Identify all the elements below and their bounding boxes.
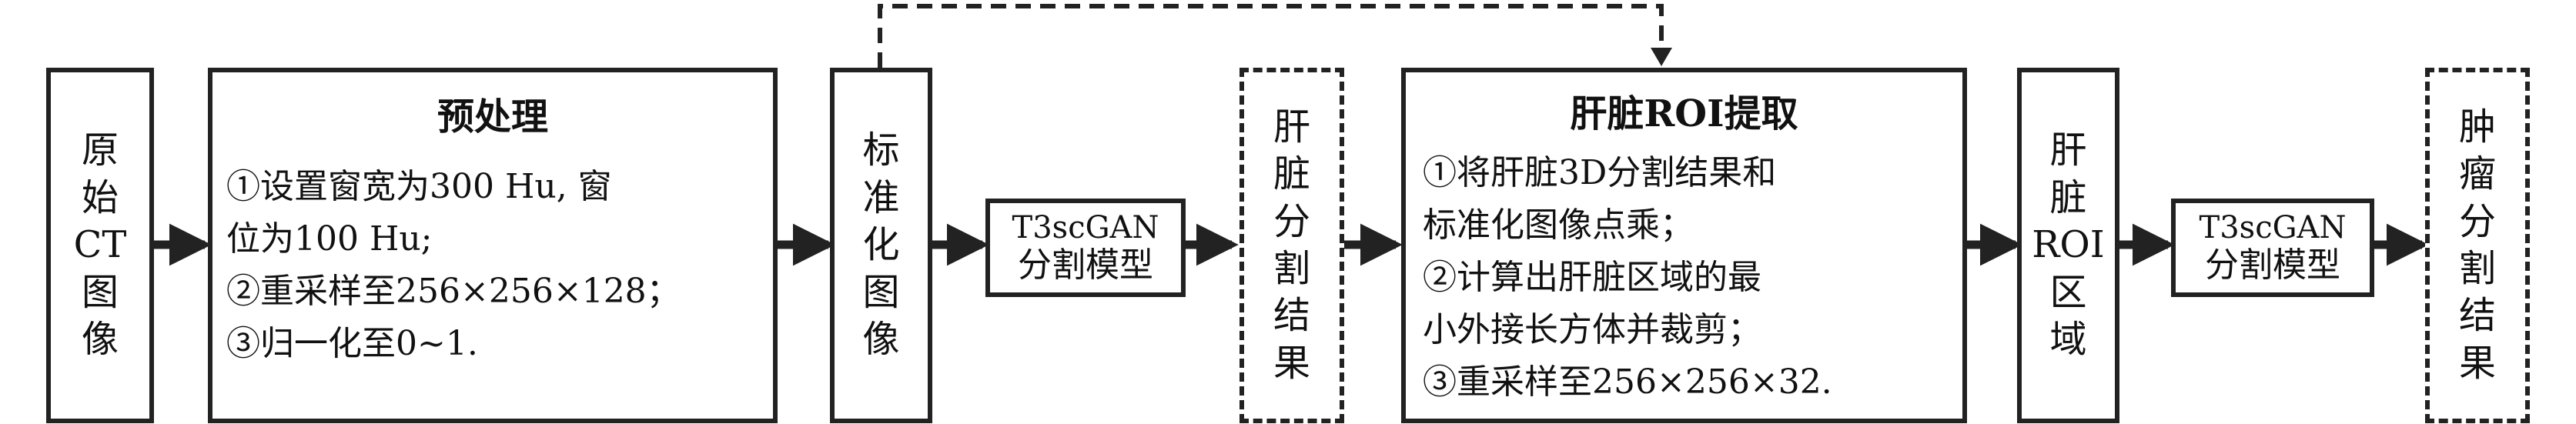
roi-step-line: 标准化图像点乘； — [1423, 205, 1694, 245]
liver-seg-char: 结 — [1273, 294, 1310, 338]
normalized-image-char: 准 — [862, 175, 900, 219]
liver-roi-char: 域 — [2049, 318, 2087, 362]
liver-roi-char: 脏 — [2049, 175, 2087, 219]
normalized-image-box: 标 准 化 图 像 — [830, 68, 932, 423]
dashed-skip-arrowhead — [1651, 48, 1672, 66]
preprocess-step-line: 位为100 Hu; — [226, 219, 433, 259]
liver-roi-char: 区 — [2049, 270, 2087, 314]
tumor-seg-char: 结 — [2458, 294, 2496, 338]
original-ct-char: 原 — [81, 129, 119, 172]
liver-roi-extract-box: 肝脏ROI提取 ①将肝脏3D分割结果和 标准化图像点乘； ②计算出肝脏区域的最 … — [1401, 68, 1967, 423]
preprocess-step-line: ①设置窗宽为300 Hu, 窗 — [226, 167, 612, 206]
t3scgan-model-box-2: T3scGAN 分割模型 — [2171, 199, 2374, 297]
model-2-subtitle: 分割模型 — [2205, 245, 2340, 285]
roi-step-line: ②计算出肝脏区域的最 — [1423, 258, 1761, 297]
original-ct-char: 像 — [81, 318, 119, 362]
dashed-skip-connection — [878, 4, 1664, 68]
liver-seg-char: 肝 — [1273, 105, 1310, 149]
tumor-seg-char: 割 — [2458, 247, 2496, 290]
model-2-name: T3scGAN — [2199, 209, 2347, 245]
original-ct-char: 图 — [81, 270, 119, 314]
tumor-seg-char: 分 — [2458, 199, 2496, 243]
roi-extract-title: 肝脏ROI提取 — [1570, 92, 1798, 135]
original-ct-char: 始 — [81, 175, 119, 219]
tumor-seg-char: 果 — [2458, 341, 2496, 385]
preprocess-box: 预处理 ①设置窗宽为300 Hu, 窗 位为100 Hu; ②重采样至256×2… — [208, 68, 778, 423]
roi-step-line: ①将肝脏3D分割结果和 — [1423, 153, 1777, 192]
liver-seg-char: 割 — [1273, 247, 1310, 290]
roi-step-line: ③重采样至256×256×32. — [1423, 362, 1832, 402]
roi-step-line: 小外接长方体并裁剪； — [1423, 310, 1761, 349]
liver-seg-char: 果 — [1273, 341, 1310, 385]
tumor-seg-result-box: 肿 瘤 分 割 结 果 — [2425, 68, 2530, 423]
normalized-image-char: 标 — [862, 129, 900, 172]
liver-roi-region-box: 肝 脏 ROI 区 域 — [2017, 68, 2119, 423]
tumor-seg-char: 肿 — [2458, 105, 2496, 149]
model-1-name: T3scGAN — [1012, 209, 1159, 245]
normalized-image-char: 像 — [862, 318, 900, 362]
original-ct-box: 原 始 CT 图 像 — [46, 68, 154, 423]
liver-seg-char: 分 — [1273, 199, 1310, 243]
model-1-subtitle: 分割模型 — [1018, 245, 1153, 285]
preprocess-title: 预处理 — [437, 95, 548, 139]
normalized-image-char: 图 — [862, 270, 900, 314]
liver-roi-char: ROI — [2032, 223, 2105, 267]
liver-seg-result-box: 肝 脏 分 割 结 果 — [1239, 68, 1344, 423]
preprocess-step-line: ③归一化至0~1. — [226, 324, 478, 363]
t3scgan-model-box-1: T3scGAN 分割模型 — [985, 199, 1186, 297]
original-ct-char: CT — [73, 223, 127, 267]
tumor-seg-char: 瘤 — [2458, 152, 2496, 196]
preprocess-step-line: ②重采样至256×256×128； — [226, 272, 681, 311]
normalized-image-char: 化 — [862, 223, 900, 267]
liver-roi-char: 肝 — [2049, 129, 2087, 172]
liver-seg-char: 脏 — [1273, 152, 1310, 196]
